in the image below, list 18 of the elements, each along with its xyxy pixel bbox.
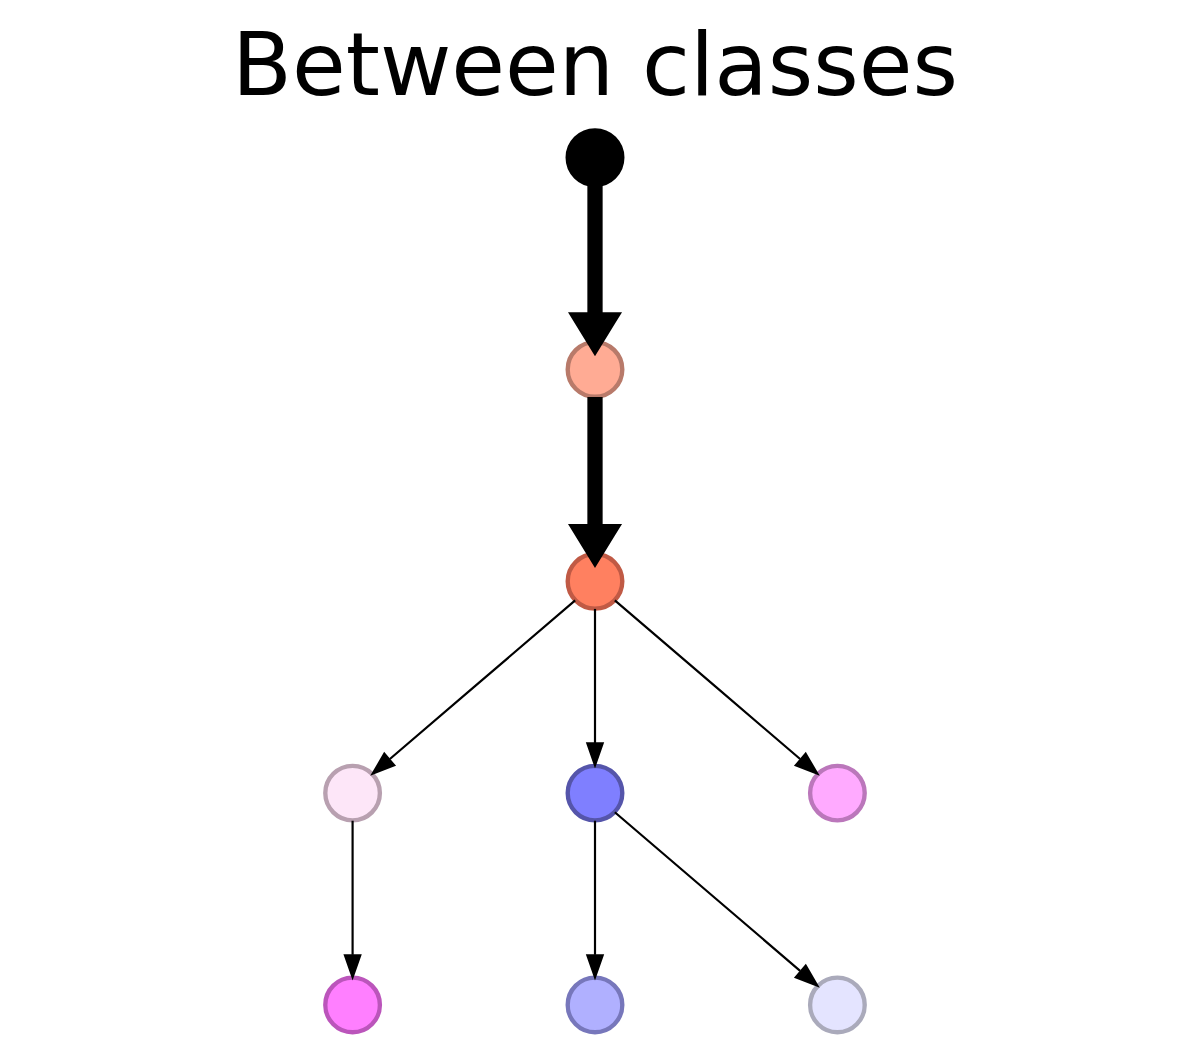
node-circle	[807, 975, 867, 1035]
arrow	[613, 811, 820, 988]
arrow	[342, 820, 362, 981]
arrow	[567, 397, 622, 569]
node-circle	[322, 763, 382, 823]
node-circle	[565, 128, 624, 188]
diagram-title: Between classes	[231, 14, 958, 117]
node-circle	[807, 763, 867, 823]
arrow	[369, 599, 576, 776]
node-circle	[565, 339, 624, 399]
arrow	[567, 185, 622, 357]
arrow	[613, 599, 820, 776]
node-circle	[565, 975, 624, 1035]
node-circle	[322, 975, 382, 1035]
node-circle	[565, 763, 624, 823]
arrow	[585, 820, 604, 981]
arrow	[585, 608, 604, 769]
node-circle	[565, 551, 624, 611]
